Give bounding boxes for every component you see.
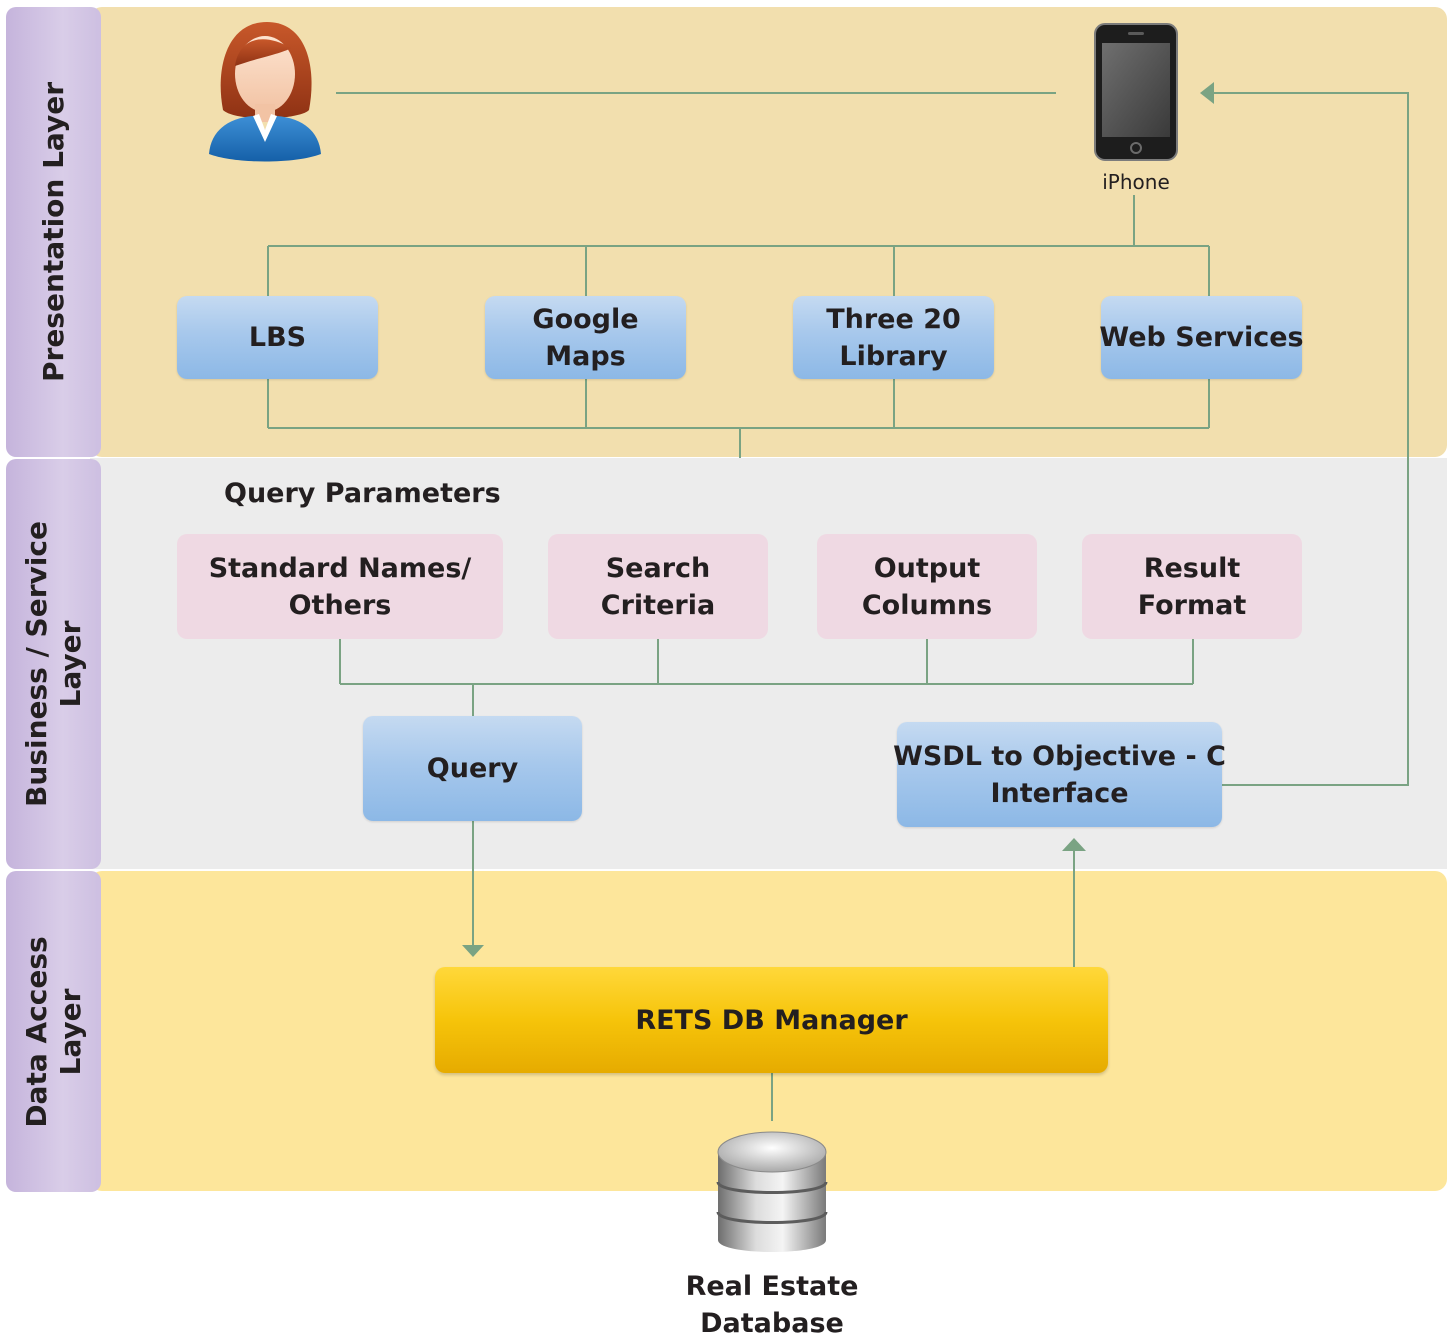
rets-db-manager-box: RETS DB Manager xyxy=(435,967,1108,1073)
standard-names-box: Standard Names/ Others xyxy=(177,534,503,639)
query-parameters-title: Query Parameters xyxy=(224,478,501,509)
phone-arrow-head xyxy=(1200,82,1214,104)
presentation-layer-band xyxy=(90,7,1447,457)
search-criteria-box: Search Criteria xyxy=(548,534,768,639)
three20-library-box: Three 20 Library xyxy=(793,296,994,379)
business-layer-tab: Business / Service Layer xyxy=(6,459,101,869)
wsdl-arrow-head xyxy=(1062,838,1086,851)
presentation-layer-tab: Presentation Layer xyxy=(6,7,101,457)
lbs-box: LBS xyxy=(177,296,378,379)
result-format-box: Result Format xyxy=(1082,534,1302,639)
wsdl-interface-box: WSDL to Objective - C Interface xyxy=(893,722,1226,827)
user-avatar-icon xyxy=(205,18,325,163)
query-box: Query xyxy=(363,716,582,821)
wsdl-to-phone-line xyxy=(1214,92,1409,786)
google-maps-box: Google Maps xyxy=(485,296,686,379)
query-arrow-head xyxy=(462,945,484,957)
web-services-box: Web Services xyxy=(1099,296,1304,379)
data-access-layer-tab: Data Access Layer xyxy=(6,871,101,1192)
real-estate-database-label: Real Estate Database xyxy=(685,1271,859,1339)
output-columns-box: Output Columns xyxy=(817,534,1037,639)
iphone-icon xyxy=(1094,23,1178,161)
iphone-label: iPhone xyxy=(1102,170,1170,194)
database-icon xyxy=(714,1128,830,1262)
